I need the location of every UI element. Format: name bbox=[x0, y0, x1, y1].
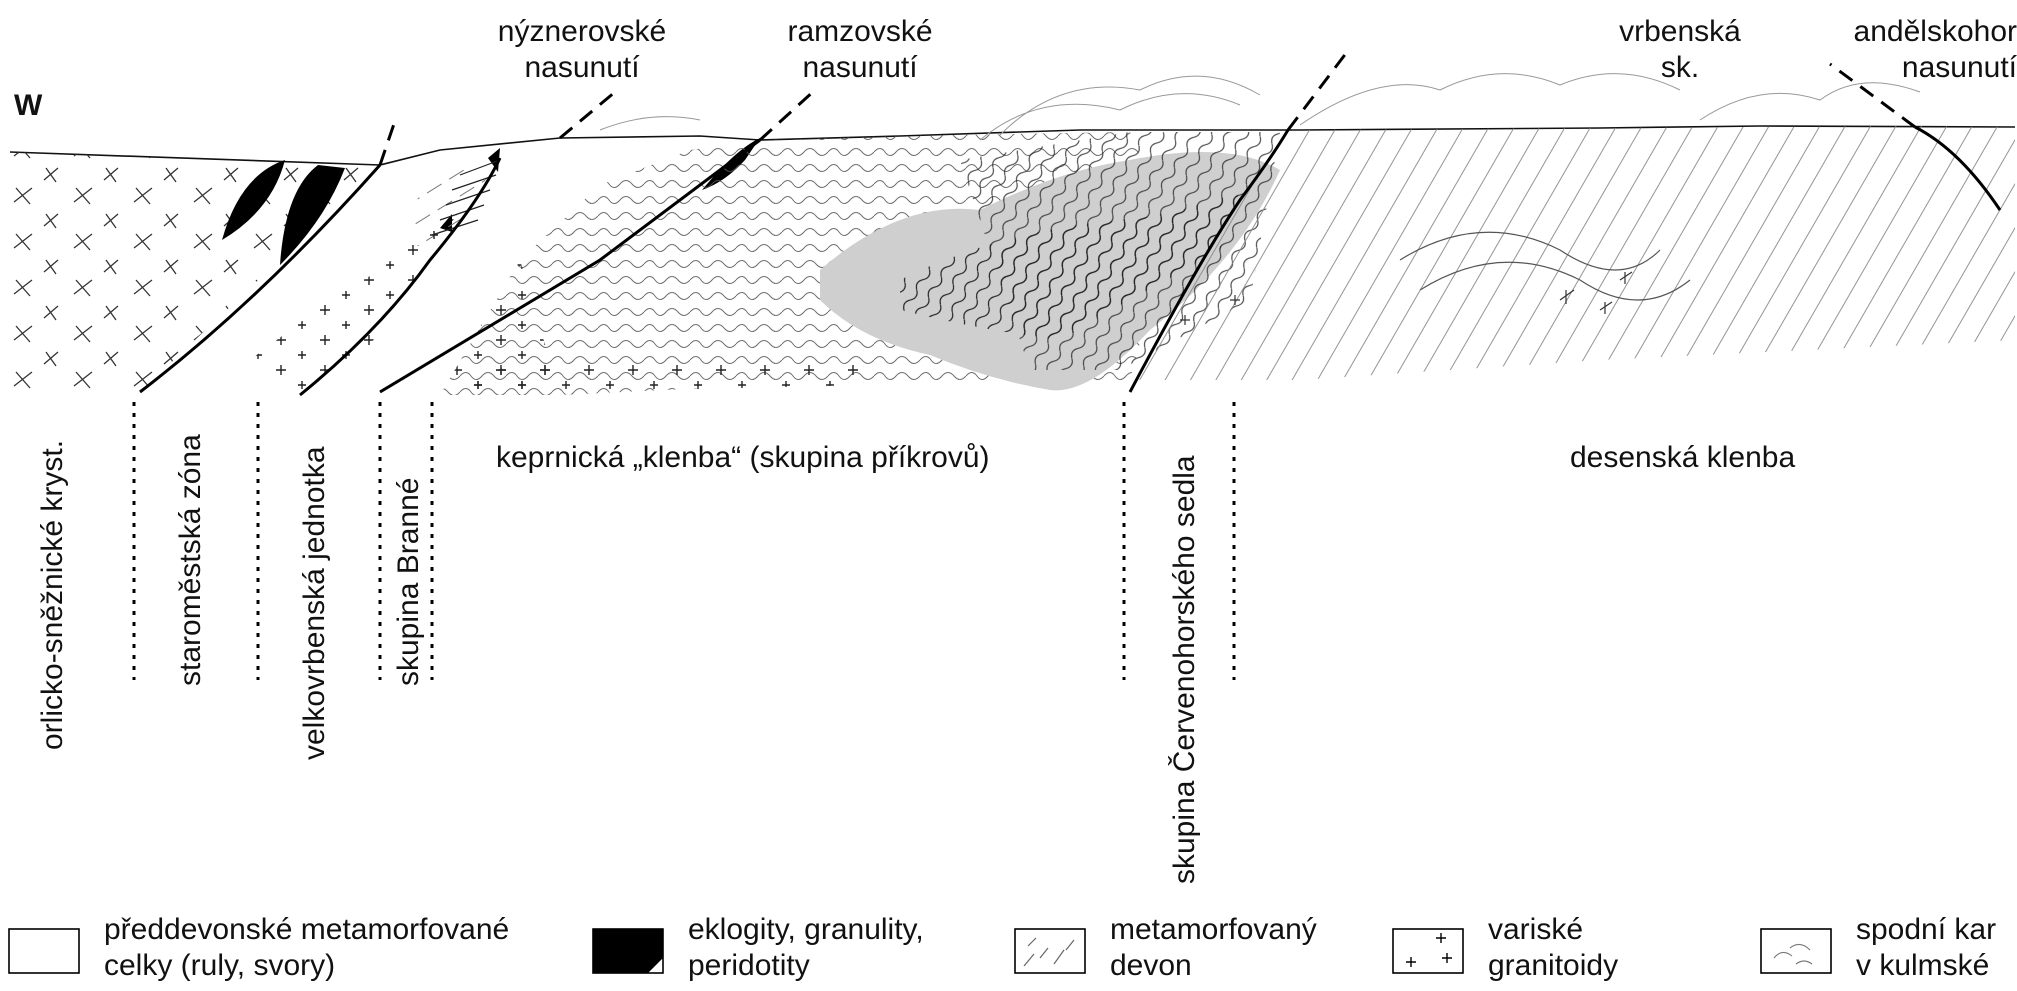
thrust-label-ramzovske: ramzovskénasunutí bbox=[760, 14, 960, 86]
thrust-label-nyznerovske: nýznerovskénasunutí bbox=[472, 14, 692, 86]
unit-label-desenska: desenská klenba bbox=[1570, 440, 1795, 476]
unit-label-orlicko: orlicko-sněžnické kryst. bbox=[36, 440, 70, 750]
unit-label-staromestska: staroměstská zóna bbox=[174, 434, 208, 686]
legend-label: předdevonské metamorfované bbox=[104, 912, 509, 948]
blank-box-icon bbox=[8, 928, 80, 974]
dotted-hatch-box-icon bbox=[1760, 928, 1832, 974]
legend-label: devon bbox=[1110, 948, 1317, 984]
legend-label: peridotity bbox=[688, 948, 924, 984]
legend-label: metamorfovaný bbox=[1110, 912, 1317, 948]
unit-label-cervenohorske: skupina Červenohorského sedla bbox=[1168, 455, 1202, 884]
legend-item: spodní kar v kulmské bbox=[1760, 912, 2017, 988]
legend-label: granitoidy bbox=[1488, 948, 1618, 984]
thrust-label-andelskohorske: andělskohornasunutí bbox=[1830, 14, 2017, 86]
unit-label-branne: skupina Branné bbox=[392, 478, 426, 686]
dashed-hatch-box-icon bbox=[1014, 928, 1086, 974]
legend-label: eklogity, granulity, bbox=[688, 912, 924, 948]
unit-label-keprnik: keprnická „klenba“ (skupina příkrovů) bbox=[496, 440, 990, 476]
unit-label-velkovrbenska: velkovrbenská jednotka bbox=[298, 446, 332, 760]
legend-label: variské bbox=[1488, 912, 1618, 948]
legend-label: celky (ruly, svory) bbox=[104, 948, 509, 984]
legend-label: v kulmské bbox=[1856, 948, 1996, 984]
thrust-label-vrbenska: vrbenskásk. bbox=[1610, 14, 1750, 86]
direction-label: W bbox=[14, 88, 42, 124]
cross-box-icon bbox=[1392, 928, 1464, 974]
black-fill-box-icon bbox=[592, 928, 664, 974]
legend-label: spodní kar bbox=[1856, 912, 1996, 948]
